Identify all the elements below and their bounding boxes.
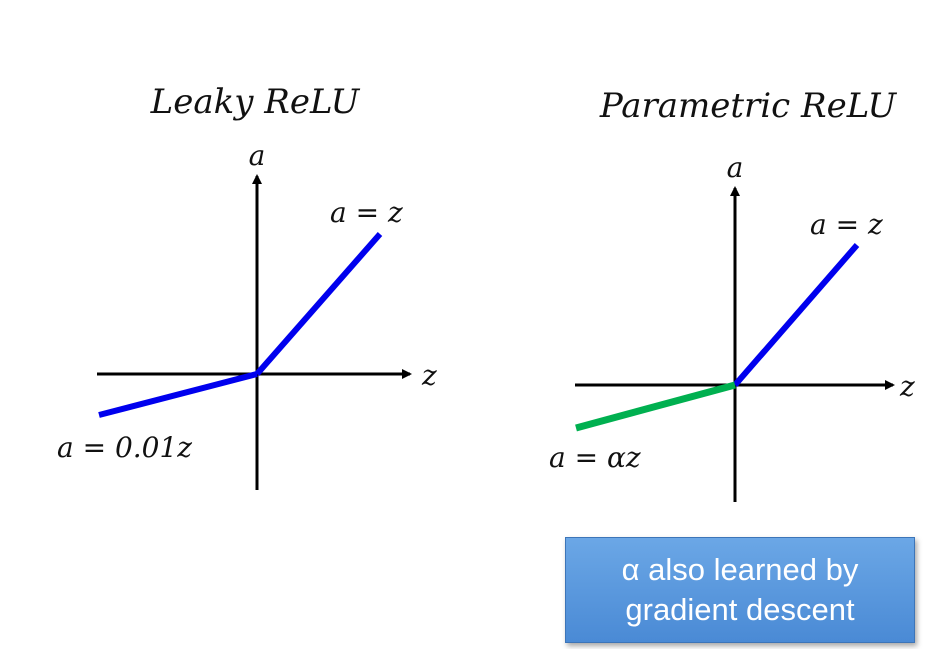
note-line-1: α also learned by (621, 552, 859, 587)
parametric-relu-panel: Parametric ReLU a z a = z a = αz (549, 86, 915, 502)
right-positive-label: a = z (810, 208, 883, 241)
note-line-2: gradient descent (625, 592, 855, 627)
left-negative-label: a = 0.01z (57, 431, 192, 464)
left-y-axis-label: a (249, 139, 266, 172)
right-negative-label: a = αz (549, 441, 641, 474)
right-x-axis-label: z (899, 370, 915, 403)
right-negative-segment (575, 381, 736, 432)
right-positive-segment (732, 243, 860, 387)
alpha-learned-note: α also learned by gradient descent (565, 537, 915, 643)
right-y-axis-label: a (727, 151, 744, 184)
left-negative-segment (98, 371, 258, 418)
left-x-axis-label: z (421, 359, 437, 392)
leaky-relu-panel: Leaky ReLU a z a = z a = 0.01z (57, 82, 437, 490)
parametric-relu-title: Parametric ReLU (599, 86, 898, 126)
left-positive-label: a = z (330, 196, 403, 229)
leaky-relu-title: Leaky ReLU (150, 82, 361, 122)
left-positive-segment (254, 232, 383, 376)
